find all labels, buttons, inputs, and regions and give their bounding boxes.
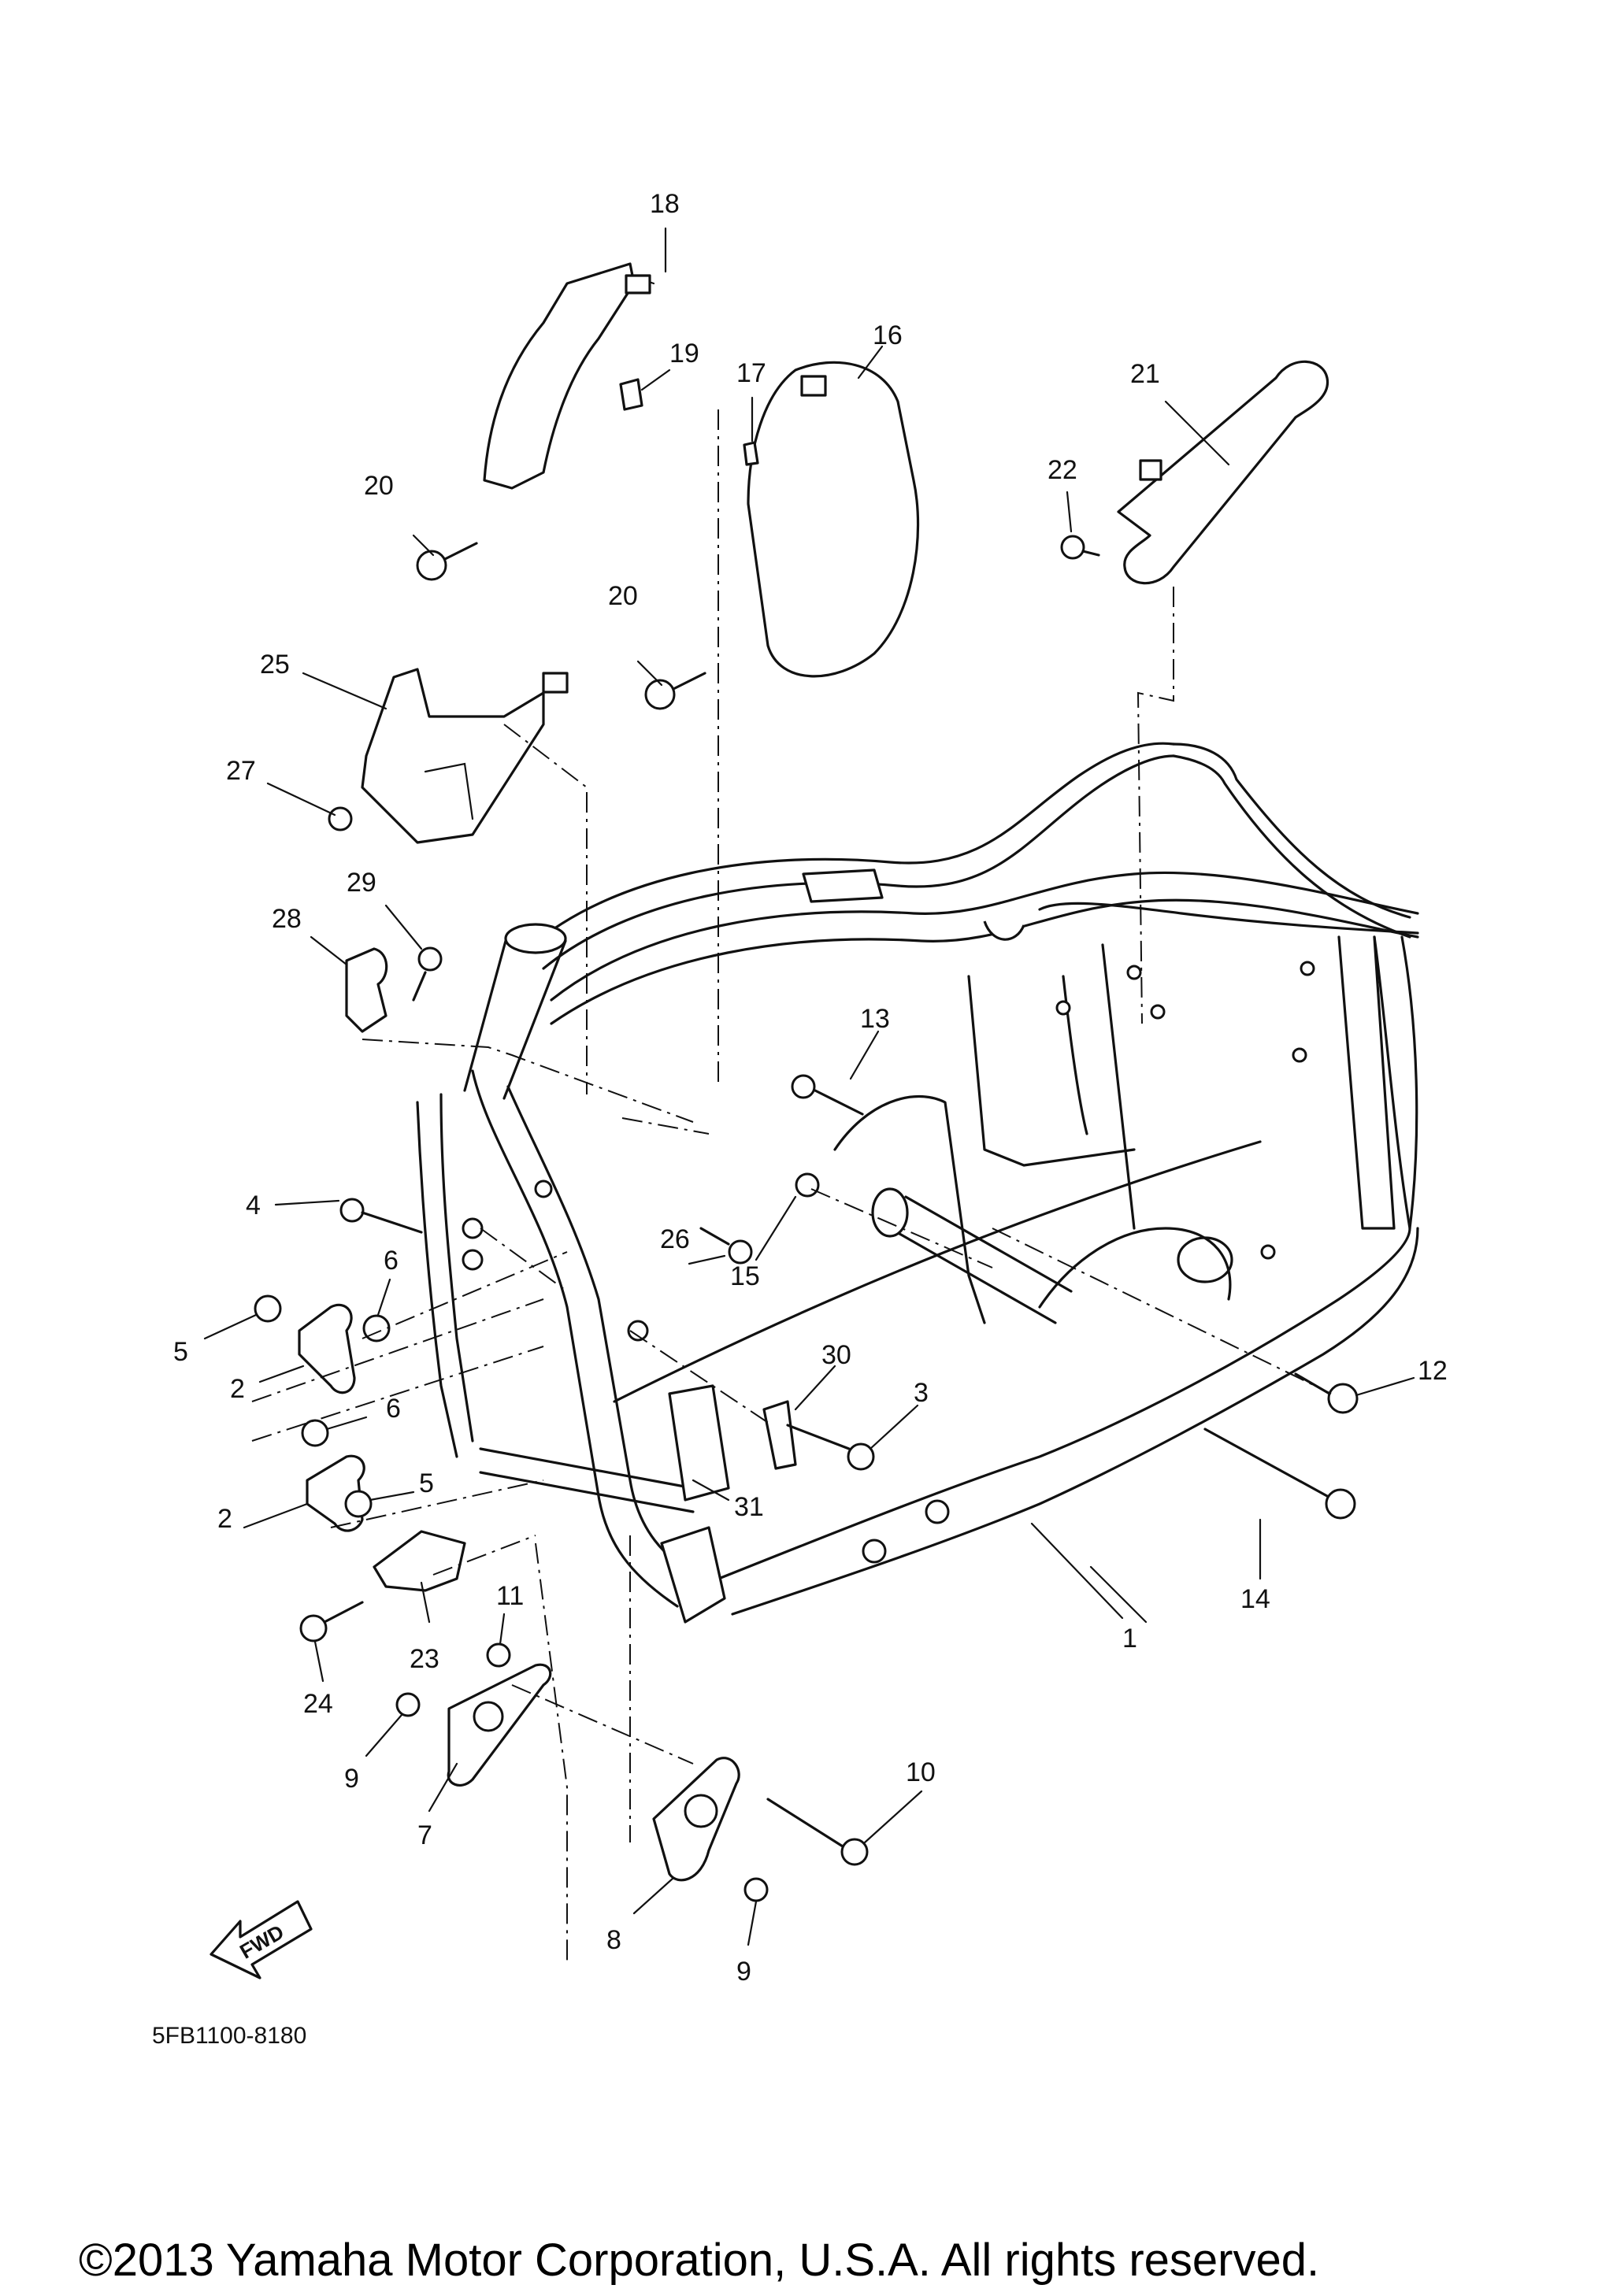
callout-4: 4 <box>246 1191 261 1220</box>
bolts-and-nuts <box>254 535 1359 1902</box>
callout-20: 20 <box>364 471 394 501</box>
callout-14: 14 <box>1240 1584 1270 1614</box>
part-7-plate <box>447 1663 552 1787</box>
callout-25: 25 <box>260 650 290 680</box>
part-28-clamp <box>345 947 388 1033</box>
callout-8: 8 <box>606 1925 621 1955</box>
callout-11: 11 <box>496 1581 524 1611</box>
part-21-bracket <box>1117 360 1329 585</box>
callout-23: 23 <box>410 1644 439 1674</box>
part-2-bracket-upper <box>298 1303 356 1394</box>
callout-27: 27 <box>226 756 256 786</box>
main-frame <box>416 742 1419 1624</box>
part-30-plate <box>762 1400 797 1470</box>
callout-24: 24 <box>303 1689 333 1719</box>
part-19-label <box>619 378 643 411</box>
callout-2: 2 <box>217 1504 232 1534</box>
callout-5: 5 <box>173 1337 188 1367</box>
callout-13: 13 <box>860 1004 890 1034</box>
callout-26: 26 <box>660 1224 690 1254</box>
callout-3: 3 <box>914 1378 929 1408</box>
assembly-lines <box>251 409 1332 1961</box>
callout-30: 30 <box>821 1340 851 1370</box>
callout-6: 6 <box>386 1394 401 1424</box>
callout-16: 16 <box>873 320 903 350</box>
callout-9: 9 <box>736 1957 751 1987</box>
callout-5: 5 <box>419 1468 434 1498</box>
callout-9: 9 <box>344 1764 359 1794</box>
callout-17: 17 <box>736 358 766 388</box>
callout-6: 6 <box>384 1246 399 1276</box>
copyright-notice: ©2013 Yamaha Motor Corporation, U.S.A. A… <box>79 2235 1319 2286</box>
callout-18: 18 <box>650 189 680 219</box>
callout-2: 2 <box>230 1374 245 1404</box>
part-16-cover <box>747 361 920 678</box>
callout-29: 29 <box>347 868 376 898</box>
fwd-arrow-icon: FWD <box>210 1900 313 1979</box>
callout-28: 28 <box>272 904 302 934</box>
callouts: 1 2 2 3 4 5 5 6 6 7 8 9 9 10 11 12 13 14… <box>173 189 1448 1987</box>
callout-19: 19 <box>669 339 699 368</box>
part-18-cover-bracket <box>483 262 655 490</box>
part-23-bracket <box>373 1530 466 1592</box>
callout-7: 7 <box>417 1820 432 1850</box>
callout-15: 15 <box>730 1261 760 1291</box>
callout-31: 31 <box>734 1492 764 1522</box>
callout-21: 21 <box>1130 359 1160 389</box>
callout-12: 12 <box>1418 1356 1448 1386</box>
callout-1: 1 <box>1122 1624 1137 1653</box>
leader-lines <box>203 227 1415 1946</box>
part-code: 5FB1100-8180 <box>152 2023 306 2049</box>
callout-22: 22 <box>1048 455 1077 485</box>
callout-20: 20 <box>608 581 638 611</box>
part-31-guard <box>668 1384 730 1502</box>
part-17-label <box>743 441 759 466</box>
part-8-plate <box>652 1757 740 1882</box>
part-25-bracket <box>361 668 569 844</box>
callout-10: 10 <box>906 1757 936 1787</box>
